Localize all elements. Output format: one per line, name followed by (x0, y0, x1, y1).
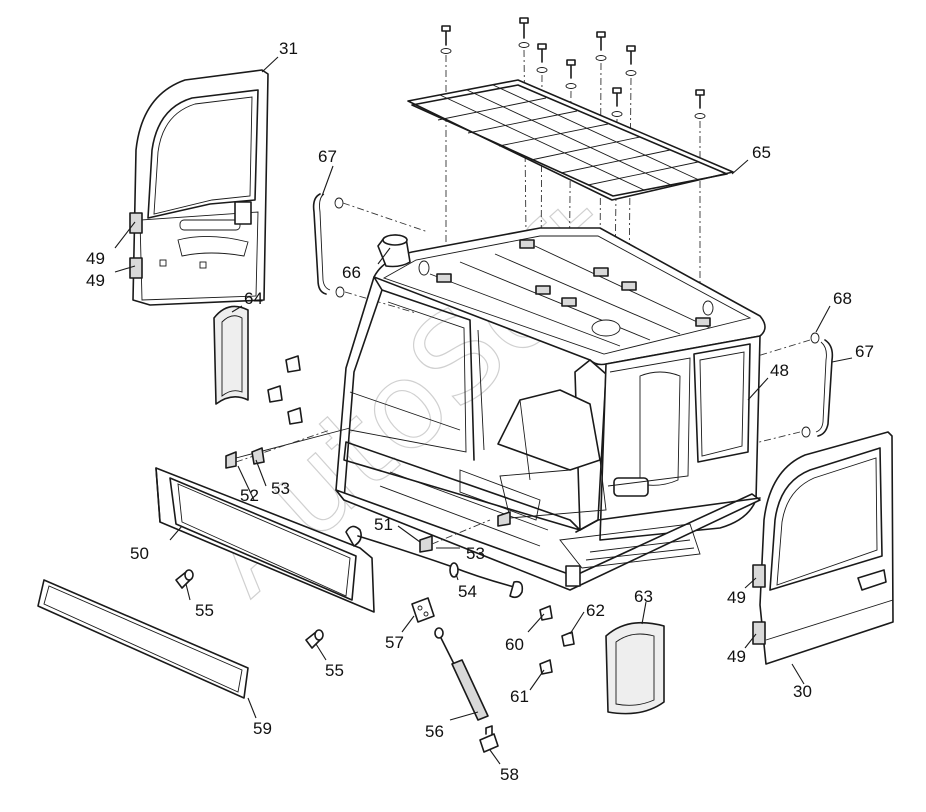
pins-55 (175, 569, 324, 649)
leader-lines (114, 56, 853, 765)
callout-64: 64 (244, 289, 263, 308)
callout-51: 51 (374, 515, 393, 534)
callout-63: 63 (634, 587, 653, 606)
light-66 (377, 234, 411, 268)
callout-60: 60 (505, 635, 524, 654)
callout-68: 68 (833, 289, 852, 308)
cable-51-54 (345, 525, 524, 599)
callout-57: 57 (385, 633, 404, 652)
callout-53: 53 (466, 544, 485, 563)
left-door-31 (129, 69, 269, 306)
callout-67: 67 (855, 342, 874, 361)
callout-labels: 31 49 49 67 66 64 65 68 67 48 53 52 50 5… (86, 39, 874, 784)
clips-60-61-62 (539, 605, 575, 675)
front-panel-50 (155, 467, 375, 613)
small-brackets (267, 355, 303, 425)
plate-57 (411, 597, 435, 623)
callout-52: 52 (240, 486, 259, 505)
cab-body-48 (335, 227, 766, 591)
callout-67: 67 (318, 147, 337, 166)
right-door-30 (752, 431, 894, 665)
callout-49: 49 (86, 271, 105, 290)
bracket-58 (479, 725, 499, 753)
callout-58: 58 (500, 765, 519, 784)
cover-64 (213, 305, 249, 405)
callout-54: 54 (458, 582, 477, 601)
callout-50: 50 (130, 544, 149, 563)
callout-55: 55 (325, 661, 344, 680)
callout-49: 49 (727, 647, 746, 666)
callout-56: 56 (425, 722, 444, 741)
callout-49: 49 (86, 249, 105, 268)
callout-62: 62 (586, 601, 605, 620)
roof-guard-65 (407, 79, 734, 201)
window-rods-67 (312, 193, 834, 449)
panel-59 (37, 579, 249, 699)
callout-49: 49 (727, 588, 746, 607)
callout-53: 53 (271, 479, 290, 498)
cover-63 (605, 621, 665, 715)
brackets-52-53 (225, 427, 511, 553)
callout-65: 65 (752, 143, 771, 162)
callout-31: 31 (279, 39, 298, 58)
callout-48: 48 (770, 361, 789, 380)
callout-66: 66 (342, 263, 361, 282)
gas-strut-56 (434, 627, 489, 721)
callout-55: 55 (195, 601, 214, 620)
callout-30: 30 (793, 682, 812, 701)
callout-59: 59 (253, 719, 272, 738)
callout-61: 61 (510, 687, 529, 706)
